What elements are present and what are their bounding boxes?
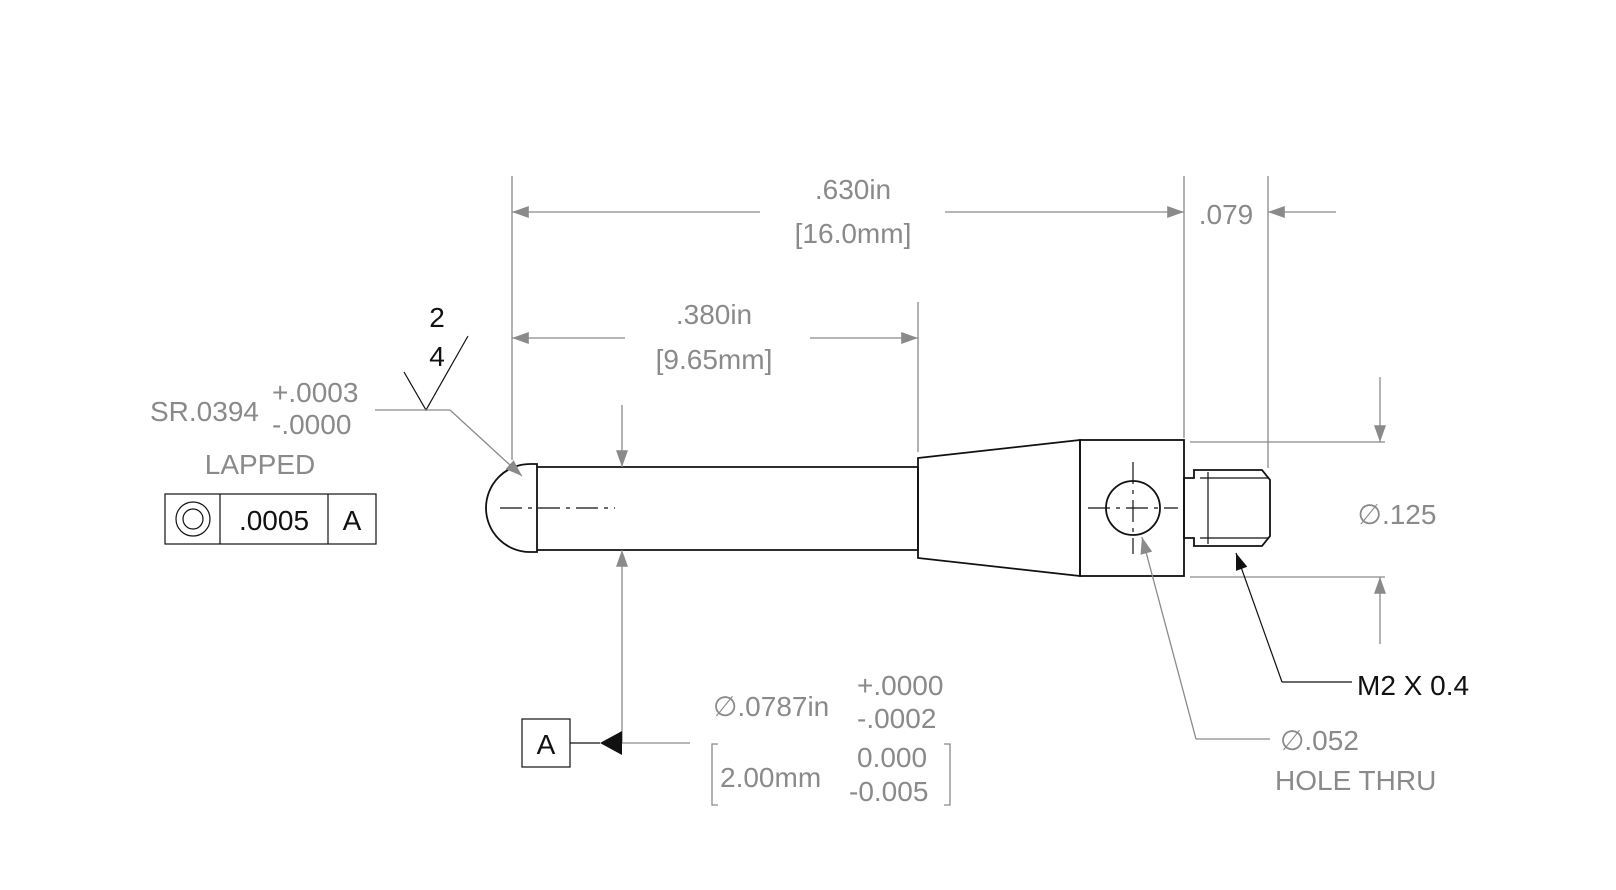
shaft-length-in: .380in — [676, 299, 752, 330]
overall-length-mm: [16.0mm] — [795, 218, 912, 249]
shaft-diameter-mm-tol-minus: -0.005 — [849, 776, 928, 807]
dim-head-diameter: ∅.125 — [1190, 377, 1436, 644]
taper-section — [917, 438, 1081, 578]
lapped-note: LAPPED — [205, 449, 316, 480]
surface-finish-symbol: 2 4 — [403, 302, 469, 412]
shaft-diameter-mm-tol-plus: 0.000 — [857, 742, 927, 773]
thread-callout: M2 X 0.4 — [1235, 552, 1469, 701]
finish-lower: 4 — [429, 341, 445, 372]
sphere-radius-tol-minus: -.0000 — [272, 409, 351, 440]
datum-feature-symbol: A — [521, 718, 622, 768]
shaft-diameter-in-tol-minus: -.0002 — [857, 703, 936, 734]
dim-shaft-diameter: ∅.0787in +.0000 -.0002 2.00mm 0.000 -0.0… — [616, 405, 951, 807]
hole-thru-note: HOLE THRU — [1275, 765, 1436, 796]
stylus-part — [485, 438, 1271, 578]
hole-callout: ∅.052 HOLE THRU — [1140, 536, 1436, 796]
sphere-radius-callout: SR.0394 +.0003 -.0000 LAPPED — [150, 377, 523, 480]
thread — [1183, 469, 1271, 547]
dim-overall-length: .630in [16.0mm] — [511, 174, 1185, 460]
thread-length: .079 — [1199, 199, 1254, 230]
hole-diameter: ∅.052 — [1280, 725, 1359, 756]
shaft-diameter-in: ∅.0787in — [713, 691, 829, 722]
fcf-tolerance: .0005 — [239, 505, 309, 536]
dim-thread-length: .079 — [1199, 176, 1336, 468]
datum-triangle-icon — [600, 731, 622, 755]
datum-letter: A — [537, 729, 556, 760]
fcf-datum: A — [343, 505, 362, 536]
sphere-radius-tol-plus: +.0003 — [272, 377, 358, 408]
overall-length-in: .630in — [815, 174, 891, 205]
thread-lines — [1200, 472, 1268, 544]
shaft-diameter-mm: 2.00mm — [720, 762, 821, 793]
head-diameter: ∅.125 — [1358, 499, 1437, 530]
dim-shaft-length: .380in [9.65mm] — [511, 299, 919, 452]
shaft-diameter-in-tol-plus: +.0000 — [857, 670, 943, 701]
concentricity-icon — [175, 501, 211, 537]
feature-control-frame: .0005 A — [164, 493, 377, 545]
finish-upper: 2 — [429, 302, 445, 333]
thread-spec: M2 X 0.4 — [1357, 670, 1469, 701]
sphere-radius-value: SR.0394 — [150, 396, 259, 427]
shaft-length-mm: [9.65mm] — [656, 344, 773, 375]
